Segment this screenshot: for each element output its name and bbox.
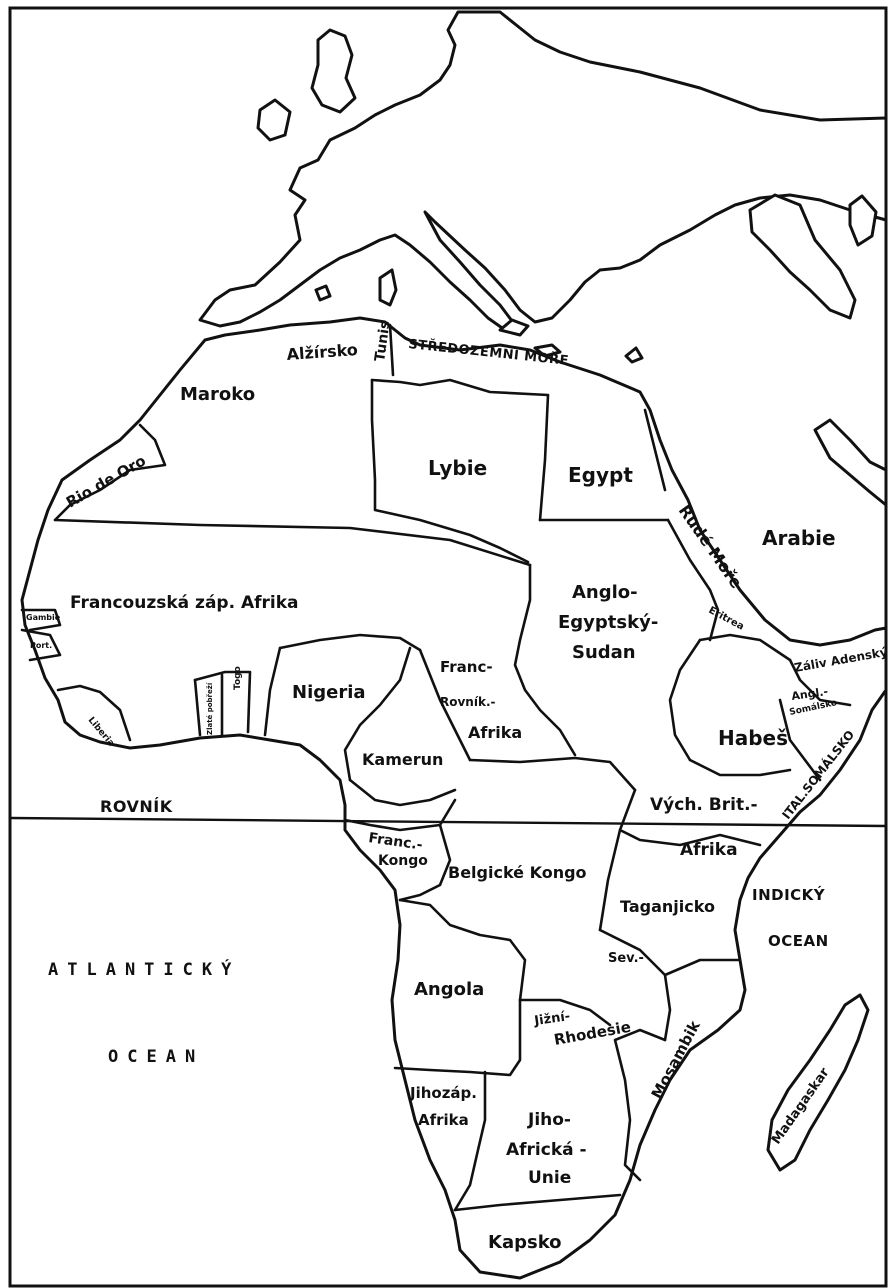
europe-coast [198, 10, 888, 507]
label-anglo-2: Egyptský- [558, 612, 658, 633]
label-kapsko: Kapsko [488, 1232, 562, 1253]
label-jihozap-1: Jihozáp. [409, 1084, 477, 1102]
label-togo: Togo [233, 666, 243, 690]
atlantic-label-1: ATLANTICKÝ [48, 958, 240, 980]
label-port: Port. [30, 641, 52, 650]
label-zlate-pobrezi: Zlaté pobřeží [206, 682, 214, 735]
label-angl-somal-1: Angl.- [791, 685, 829, 703]
label-arabie: Arabie [762, 526, 836, 550]
indian-label-2: OCEAN [768, 932, 829, 950]
madagascar-island [766, 993, 870, 1172]
label-jizni-rhod-1: Jižní- [532, 1009, 571, 1029]
label-nigeria: Nigeria [292, 682, 366, 703]
equator-label: ROVNÍK [100, 797, 173, 816]
africa-continent [20, 316, 888, 1280]
label-kamerun: Kamerun [362, 750, 443, 769]
label-jihozap-2: Afrika [418, 1111, 469, 1129]
label-franc-kongo-1: Franc.- [367, 830, 423, 853]
indian-label-1: INDICKÝ [752, 885, 826, 904]
atlantic-label-2: OCEAN [108, 1047, 204, 1067]
label-taganjicko: Taganjicko [620, 897, 715, 916]
label-jihoafr-2: Africká - [506, 1140, 587, 1160]
equator-line [9, 816, 887, 828]
label-sev-rhod: Sev.- [608, 951, 644, 966]
label-franc-rovnik-3: Afrika [468, 723, 522, 742]
label-anglo-3: Sudan [572, 642, 636, 663]
label-angola: Angola [414, 979, 484, 1000]
label-franc-rovnik-1: Franc- [440, 658, 493, 676]
label-tunis: Tunis [372, 320, 394, 363]
label-jihoafr-1: Jiho- [527, 1110, 571, 1130]
label-habes: Habeš [718, 726, 788, 750]
label-franc-kongo-2: Kongo [378, 853, 428, 869]
label-vych-brit-1: Vých. Brit.- [650, 795, 758, 815]
label-alzirsko: Alžírsko [286, 340, 358, 364]
label-jihoafr-3: Unie [528, 1168, 571, 1188]
label-maroko: Maroko [180, 384, 255, 405]
label-lybie: Lybie [428, 456, 487, 480]
label-egypt: Egypt [568, 463, 633, 487]
label-vych-brit-2: Afrika [680, 840, 738, 860]
label-belgicke-kongo: Belgické Kongo [448, 863, 587, 882]
label-franc-rovnik-2: Rovník.- [440, 695, 496, 709]
country-borders [20, 323, 852, 1212]
label-gambie: Gambie [26, 613, 61, 622]
label-anglo-1: Anglo- [572, 582, 638, 603]
label-franc-zap-afrika: Francouzská záp. Afrika [70, 593, 299, 613]
